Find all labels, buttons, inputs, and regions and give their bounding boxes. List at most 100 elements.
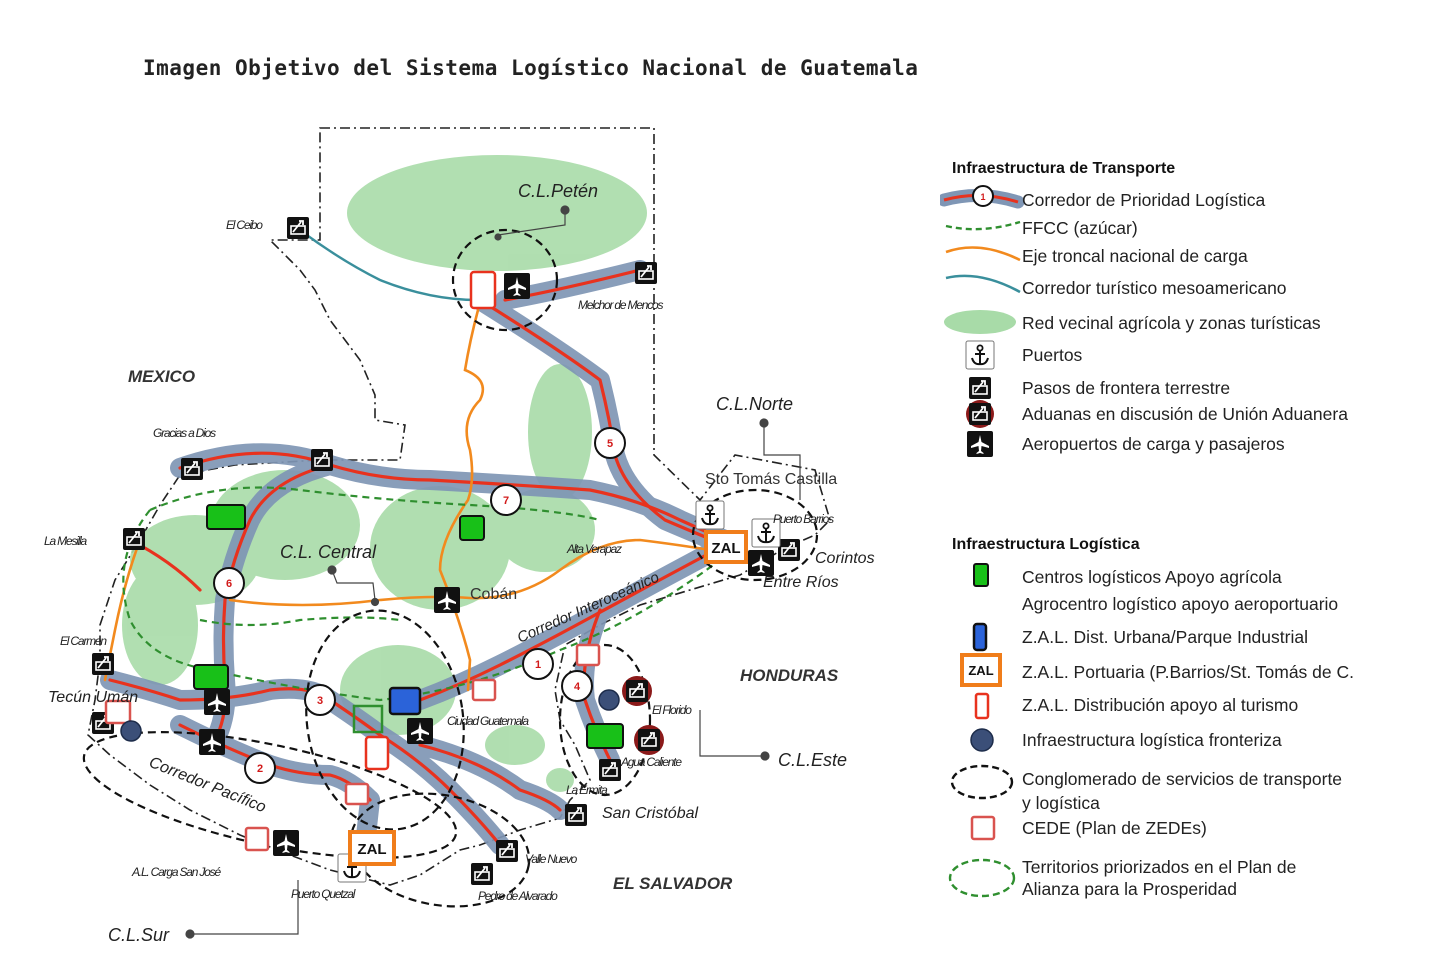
legend-item-corridor: Corredor de Prioridad Logística — [1022, 190, 1266, 210]
label-el-salvador: EL SALVADOR — [613, 874, 733, 893]
label-entre-rios: Entre Ríos — [763, 574, 839, 591]
legend-item-conglomerate: Conglomerado de servicios de transporte — [1022, 769, 1343, 789]
label-la-mesilla: La Mesilla — [44, 534, 88, 548]
border-icon — [122, 527, 146, 551]
svg-text:5: 5 — [607, 438, 613, 450]
label-gracias-a-dios: Gracias a Dios — [153, 426, 216, 440]
corridor-marker-3: 3 — [304, 684, 336, 716]
border-logistics-infra — [120, 689, 620, 742]
border-icon — [637, 728, 661, 752]
transport-conglomerates — [82, 228, 819, 908]
corridor-marker-1: 1 — [522, 648, 554, 680]
anchor-icon — [965, 340, 995, 370]
legend-item-zal-urban: Z.A.L. Dist. Urbana/Parque Industrial — [1022, 627, 1308, 647]
label-el-carmen: El Carmen — [60, 634, 107, 648]
legend-item-border-infra: Infraestructura logística fronteriza — [1022, 730, 1282, 750]
label-mexico: MEXICO — [128, 367, 195, 386]
label-puerto-quetzal: Puerto Quetzal — [291, 887, 356, 901]
label-cl-norte: C.L.Norte — [716, 394, 793, 414]
label-coban: Cobán — [470, 586, 517, 603]
agri-logistics-centres — [193, 504, 624, 749]
label-sto-tomas: Sto Tomás Castilla — [705, 471, 837, 488]
label-melchor: Melchor de Mencos — [578, 298, 664, 312]
border-icon — [495, 839, 519, 863]
legend-logistic-heading: Infraestructura Logística — [952, 536, 1140, 553]
border-icon — [564, 803, 588, 827]
label-corinto: Corintos — [815, 550, 875, 567]
zal-tourism-markers — [364, 270, 497, 771]
airplane-icon — [204, 689, 230, 715]
airplane-icon — [748, 550, 774, 576]
legend-item-agri-centres: Centros logísticos Apoyo agrícola — [1022, 567, 1282, 587]
zal-port-markers: ZAL ZAL — [348, 530, 748, 866]
legend-item-green-network: Red vecinal agrícola y zonas turísticas — [1022, 313, 1321, 333]
border-icon — [286, 216, 310, 240]
label-tecun-uman: Tecún Umán — [48, 689, 138, 706]
svg-text:1: 1 — [980, 192, 985, 202]
anchor-icon — [695, 500, 725, 530]
airplane-icon — [504, 273, 530, 299]
label-cl-peten: C.L.Petén — [518, 181, 598, 201]
legend-item-tourist: Corredor turístico mesoamericano — [1022, 278, 1287, 298]
svg-text:7: 7 — [503, 495, 509, 507]
legend-item-zal-port: Z.A.L. Portuaria (P.Barrios/St. Tomás de… — [1022, 662, 1354, 682]
border-icon — [91, 652, 115, 676]
label-valle-nuevo: Valle Nuevo — [525, 852, 578, 866]
border-icon — [777, 538, 801, 562]
svg-text:1: 1 — [535, 659, 541, 671]
rail-lines — [122, 486, 721, 702]
customs-union-markers — [622, 676, 664, 755]
legend-item-priority-territories-cont: Alianza para la Prosperidad — [1022, 879, 1237, 899]
label-cl-central: C.L. Central — [280, 542, 377, 562]
label-al-carga-san-jose: A.L. Carga San José — [131, 865, 221, 879]
legend-logistic-symbols: ZAL — [948, 563, 1016, 898]
corridor-marker-5: 5 — [594, 427, 626, 459]
label-cl-este: C.L.Este — [778, 750, 847, 770]
label-alta-verapaz: Alta Verapaz — [566, 542, 622, 556]
svg-text:ZAL: ZAL — [357, 841, 386, 858]
border-icon — [310, 448, 334, 472]
label-honduras: HONDURAS — [740, 666, 839, 685]
svg-text:2: 2 — [257, 763, 263, 775]
legend-item-conglomerate-cont: y logística — [1022, 793, 1100, 813]
label-san-cristobal: San Cristóbal — [602, 805, 698, 822]
border-icon — [625, 679, 649, 703]
border-icon — [968, 376, 992, 400]
svg-text:ZAL: ZAL — [711, 540, 740, 557]
label-agua-caliente: Agua Caliente — [620, 755, 682, 769]
legend-item-ports: Puertos — [1022, 345, 1083, 365]
zal-urban-park — [388, 686, 422, 716]
legend-item-zal-tourism: Z.A.L. Distribución apoyo al turismo — [1022, 695, 1299, 715]
airplane-icon — [407, 718, 433, 744]
border-icon — [180, 457, 204, 481]
legend-item-cede: CEDE (Plan de ZEDEs) — [1022, 818, 1207, 838]
zal-puerto-barrios: ZAL — [704, 530, 748, 564]
agrocentro-airport — [352, 704, 384, 734]
legend-item-trunk: Eje troncal nacional de carga — [1022, 246, 1248, 266]
corridor-number-markers: 1 2 3 4 5 6 7 — [213, 427, 626, 784]
cluster-leaders — [185, 205, 801, 939]
svg-text:3: 3 — [317, 695, 323, 707]
legend-item-rail: FFCC (azúcar) — [1022, 218, 1138, 238]
border-icon — [598, 758, 622, 782]
legend-item-customs: Aduanas en discusión de Unión Aduanera — [1022, 404, 1348, 424]
legend-item-airports: Aeropuertos de carga y pasajeros — [1022, 434, 1285, 454]
cede-markers — [104, 643, 601, 852]
label-puerto-barrios: Puerto Barrios — [773, 512, 834, 526]
corridor-marker-2: 2 — [244, 752, 276, 784]
airplane-icon — [434, 587, 460, 613]
tourist-corridor — [299, 229, 479, 302]
airplane-icon — [273, 830, 299, 856]
svg-text:6: 6 — [226, 578, 232, 590]
label-cl-sur: C.L.Sur — [108, 925, 170, 945]
legend-transport-heading: Infraestructura de Transporte — [952, 160, 1176, 177]
label-el-ceibo: El Ceibo — [226, 218, 263, 232]
legend-item-border-crossings: Pasos de frontera terrestre — [1022, 378, 1231, 398]
border-icon — [968, 402, 992, 426]
border-icon — [634, 261, 658, 285]
airplane-icon — [199, 729, 225, 755]
legend-transport-symbols: 1 — [940, 185, 1024, 457]
svg-text:4: 4 — [574, 681, 581, 693]
map-title: Imagen Objetivo del Sistema Logístico Na… — [143, 56, 919, 80]
